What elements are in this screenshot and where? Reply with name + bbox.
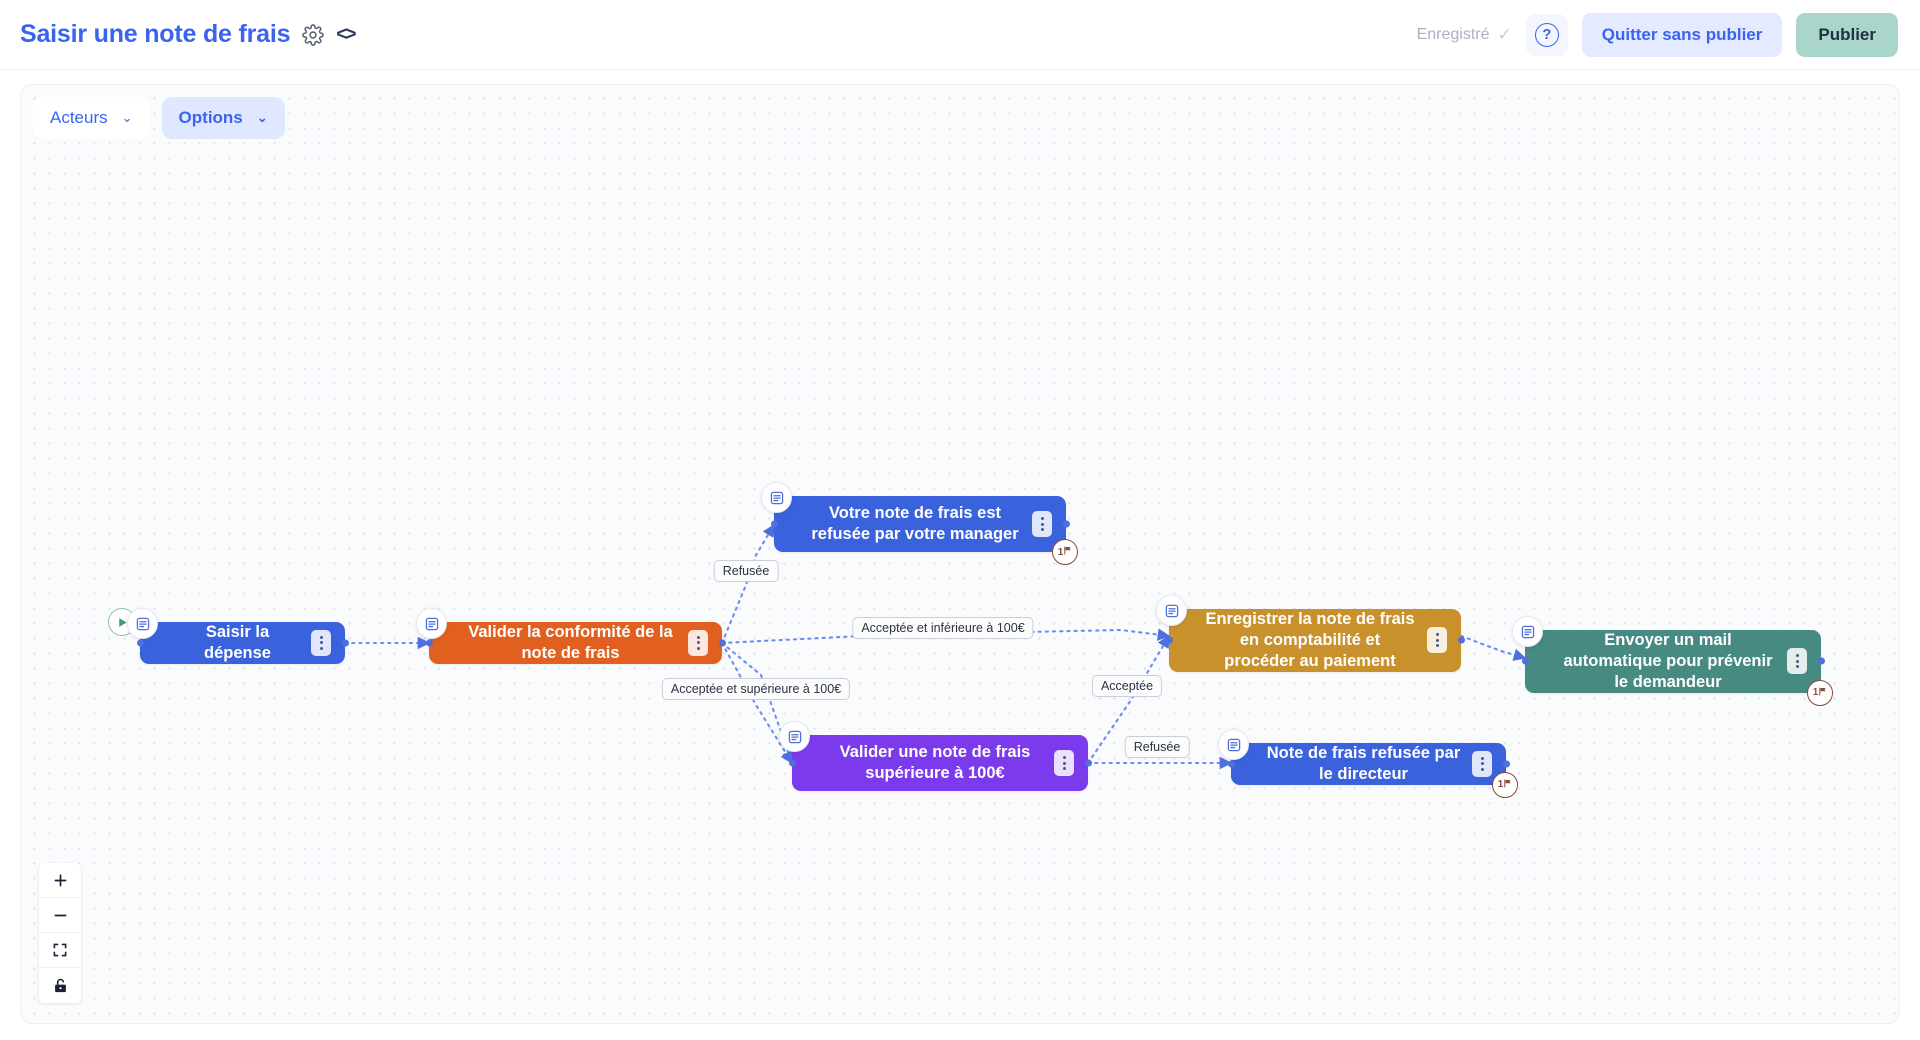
node-actor-badge[interactable]: 1 bbox=[1492, 771, 1518, 798]
connection-handle-right[interactable] bbox=[1062, 520, 1070, 528]
connection-handle-left[interactable] bbox=[788, 759, 796, 767]
header-left-group: Saisir une note de frais <> bbox=[0, 20, 357, 49]
code-brackets-icon[interactable]: <> bbox=[336, 23, 356, 45]
lock-toggle-button[interactable] bbox=[39, 968, 81, 1003]
node-valider-note-superieure[interactable]: Valider une note de frais supérieure à 1… bbox=[779, 721, 1092, 791]
connection-handle-right[interactable] bbox=[1817, 657, 1825, 665]
badge-count: 1 bbox=[1057, 546, 1064, 558]
edge-e-gold-teal[interactable] bbox=[1459, 634, 1527, 661]
node-menu-button[interactable] bbox=[311, 629, 331, 656]
flag-icon bbox=[1819, 687, 1827, 699]
check-icon: ✓ bbox=[1497, 24, 1512, 44]
connection-handle-right[interactable] bbox=[718, 639, 726, 647]
edge-label-refusee-directeur[interactable]: Refusée bbox=[1124, 736, 1190, 758]
connection-handle-left[interactable] bbox=[770, 520, 778, 528]
chevron-down-icon: ⌄ bbox=[121, 110, 133, 125]
document-icon[interactable] bbox=[1218, 729, 1249, 760]
connection-handle-left[interactable] bbox=[425, 639, 433, 647]
edge-e-valider-refusee[interactable] bbox=[720, 523, 776, 645]
zoom-in-button[interactable] bbox=[39, 863, 81, 898]
edge-label-acceptee-directeur[interactable]: Acceptée bbox=[1091, 675, 1163, 697]
node-note-refusee-directeur[interactable]: Note de frais refusée par le directeur 1 bbox=[1218, 729, 1518, 798]
document-icon[interactable] bbox=[779, 721, 810, 752]
question-mark-icon: ? bbox=[1534, 22, 1559, 47]
node-menu-button[interactable] bbox=[1472, 750, 1492, 777]
node-enregistrer-comptabilite[interactable]: Enregistrer la note de frais en comptabi… bbox=[1156, 595, 1465, 672]
actors-label: Acteurs bbox=[50, 108, 108, 127]
node-label: Note de frais refusée par le directeur bbox=[1266, 744, 1461, 783]
document-icon[interactable] bbox=[761, 482, 792, 513]
connection-handle-left[interactable] bbox=[1165, 636, 1173, 644]
node-label: Enregistrer la note de frais en comptabi… bbox=[1205, 610, 1415, 670]
node-note-refusee-manager[interactable]: Votre note de frais est refusée par votr… bbox=[761, 482, 1078, 565]
badge-count: 1 bbox=[1812, 687, 1819, 699]
flag-icon bbox=[1064, 546, 1072, 558]
node-valider-la-conformite[interactable]: Valider la conformité de la note de frai… bbox=[416, 608, 726, 664]
document-icon[interactable] bbox=[1156, 595, 1187, 626]
zoom-controls bbox=[39, 863, 81, 1003]
node-actor-badge[interactable]: 1 bbox=[1052, 539, 1078, 565]
saved-label: Enregistré bbox=[1416, 25, 1490, 43]
connection-handle-left[interactable] bbox=[1521, 657, 1529, 665]
node-label: Valider la conformité de la note de frai… bbox=[468, 623, 673, 662]
node-label: Envoyer un mail automatique pour préveni… bbox=[1563, 631, 1773, 691]
node-menu-button[interactable] bbox=[1054, 750, 1074, 776]
options-dropdown[interactable]: Options ⌄ bbox=[161, 97, 285, 139]
actors-dropdown[interactable]: Acteurs ⌄ bbox=[33, 97, 150, 139]
page-title: Saisir une note de frais bbox=[20, 20, 291, 48]
node-label: Votre note de frais est refusée par votr… bbox=[811, 504, 1019, 543]
publish-button[interactable]: Publier bbox=[1796, 12, 1898, 57]
edge-layer bbox=[343, 523, 1527, 770]
edge-e-valider-acceptsup[interactable] bbox=[720, 641, 795, 765]
node-menu-button[interactable] bbox=[1032, 511, 1052, 537]
node-label: Valider une note de frais supérieure à 1… bbox=[839, 743, 1031, 782]
help-button[interactable]: ? bbox=[1525, 13, 1568, 56]
connection-handle-right[interactable] bbox=[1502, 760, 1510, 768]
document-icon[interactable] bbox=[127, 608, 158, 639]
node-menu-button[interactable] bbox=[1787, 648, 1807, 675]
badge-count: 1 bbox=[1497, 779, 1504, 791]
document-icon[interactable] bbox=[1512, 616, 1543, 647]
edge-label-acceptee-superieure[interactable]: Acceptée et supérieure à 100€ bbox=[661, 678, 851, 700]
connection-handle-right[interactable] bbox=[341, 639, 349, 647]
node-saisir-la-depense[interactable]: Saisir la dépense bbox=[108, 608, 349, 664]
canvas-toolbar: Acteurs ⌄ Options ⌄ bbox=[33, 97, 285, 139]
connection-handle-right[interactable] bbox=[1084, 759, 1092, 767]
node-menu-button[interactable] bbox=[1427, 627, 1447, 654]
chevron-down-icon: ⌄ bbox=[256, 110, 268, 125]
options-label: Options bbox=[178, 108, 243, 127]
fit-view-button[interactable] bbox=[39, 933, 81, 968]
connection-handle-left[interactable] bbox=[136, 639, 144, 647]
gear-icon[interactable] bbox=[302, 23, 325, 46]
node-envoyer-mail-automatique[interactable]: Envoyer un mail automatique pour préveni… bbox=[1512, 616, 1833, 706]
edge-label-refusee-manager[interactable]: Refusée bbox=[713, 560, 779, 582]
app-header: Saisir une note de frais <> Enregistré ✓… bbox=[0, 0, 1920, 70]
connection-handle-right[interactable] bbox=[1457, 636, 1465, 644]
zoom-out-button[interactable] bbox=[39, 898, 81, 933]
saved-status: Enregistré ✓ bbox=[1417, 25, 1512, 45]
quit-without-publishing-button[interactable]: Quitter sans publier bbox=[1581, 12, 1783, 57]
node-menu-button[interactable] bbox=[688, 629, 708, 656]
node-actor-badge[interactable]: 1 bbox=[1807, 679, 1833, 706]
header-right-group: Enregistré ✓ ? Quitter sans publier Publ… bbox=[1417, 12, 1920, 57]
edge-label-acceptee-inferieure[interactable]: Acceptée et inférieure à 100€ bbox=[852, 617, 1034, 639]
flag-icon bbox=[1504, 779, 1512, 791]
edge-e-valider-acceptinf[interactable] bbox=[720, 628, 1171, 645]
document-icon[interactable] bbox=[416, 608, 447, 639]
connection-handle-left[interactable] bbox=[1227, 760, 1235, 768]
node-label: Saisir la dépense bbox=[204, 623, 271, 662]
